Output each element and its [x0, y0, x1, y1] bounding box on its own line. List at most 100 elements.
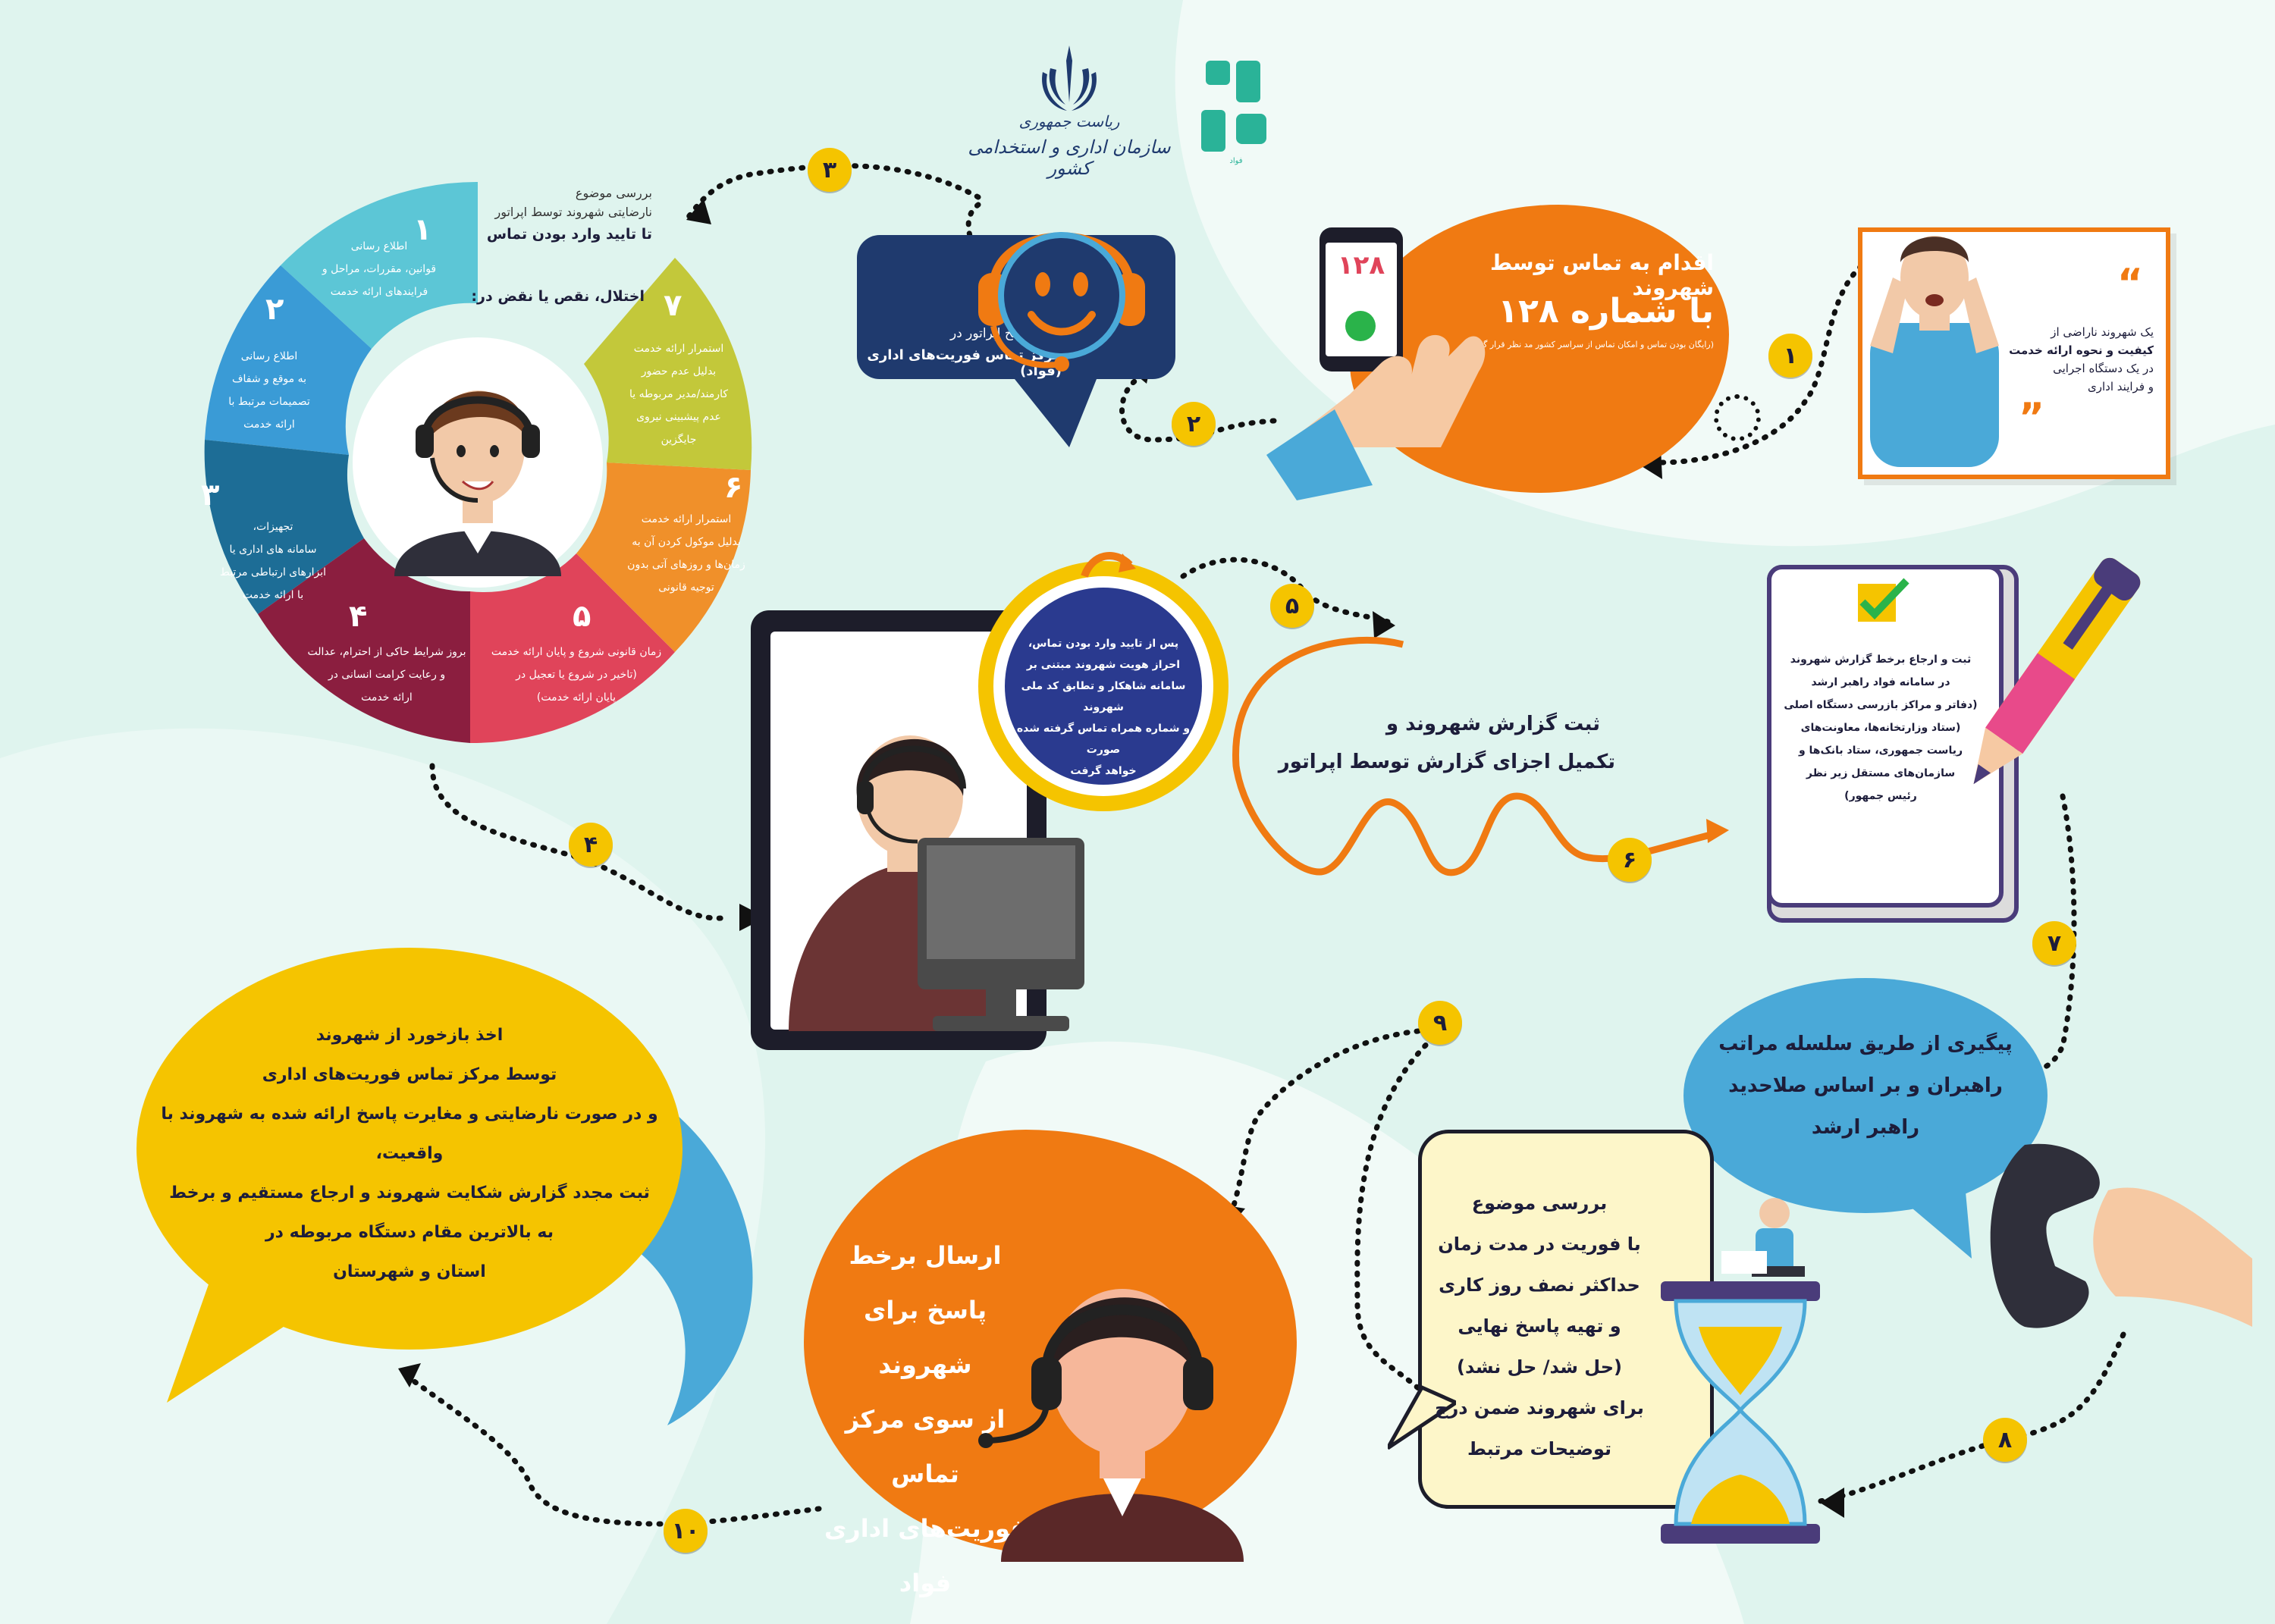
s4-line3: سامانه شاهکار و تطابق کد ملی شهروند [1021, 680, 1186, 713]
quote-open-icon: “ [2117, 261, 2143, 306]
s4-line2: احراز هویت شهروند مبتنی بر [1026, 659, 1181, 671]
step3-bubble-tail [1009, 372, 1100, 447]
loop-icon [1714, 394, 1761, 441]
s11-line5: به بالاترین مقام دستگاه مربوطه در [265, 1223, 554, 1242]
s9-line2: با فوریت در مدت زمان [1438, 1234, 1641, 1255]
checkmark-icon [1858, 578, 1909, 622]
step9-bubble-tail [1388, 1384, 1456, 1450]
s1-line3: در یک دستگاه اجرایی [2053, 362, 2154, 375]
step3-badge: ۳ [808, 148, 852, 192]
wheel-intro1: بررسی موضوع [575, 186, 652, 200]
s8-line3: راهبر ارشد [1811, 1116, 1920, 1139]
seg1-num: ۱ [413, 212, 432, 247]
s2-note: (رایگان بودن تماس و امکان تماس از سراسر … [1469, 340, 1714, 350]
step8-badge: ۸ [1983, 1418, 2027, 1462]
logo-text: فواد [1229, 157, 1242, 165]
hand-icon [1266, 334, 1486, 500]
s7-line4: (ستاد وزارتخانه‌ها، معاونت‌های [1800, 722, 1961, 734]
pen-icon [1973, 557, 2141, 785]
seg7-num: ۷ [664, 288, 682, 323]
step2-badge: ۲ [1172, 402, 1216, 446]
s9-line7: توضیحات مرتبط [1467, 1438, 1612, 1459]
s11-line2: توسط مرکز تماس فوریت‌های اداری [262, 1065, 557, 1084]
seg3-num: ۳ [201, 478, 220, 513]
s4-line1: پس از تایید وارد بودن تماس، [1028, 638, 1179, 650]
telephone-handset-icon [1990, 1143, 2252, 1328]
step5-badge: ۵ [1270, 584, 1314, 628]
step7-badge: ۷ [2032, 921, 2076, 965]
step9-badge: ۹ [1418, 1001, 1462, 1045]
wheel-subtitle: اختلال، نقص یا نقض در: [471, 288, 645, 305]
s11-line3: و در صورت نارضایتی و مغایرت پاسخ ارائه ش… [161, 1105, 658, 1163]
hourglass-icon [1661, 1198, 1820, 1544]
s11-line6: استان و شهرستان [333, 1262, 486, 1281]
s1-line1: یک شهروند ناراضی از [2051, 325, 2154, 339]
step1-card: “ یک شهروند ناراضی از کیفیت و نحوه ارائه… [1858, 227, 2170, 479]
s9-line6: برای شهروند ضمن درج [1435, 1397, 1644, 1419]
step4-badge: ۴ [569, 823, 613, 867]
s10-line3: از سوی مرکز تماس [845, 1405, 1006, 1488]
step6-badge: ۶ [1608, 838, 1652, 882]
s1-line2: کیفیت و نحوه ارائه خدمت [2009, 343, 2154, 357]
seg5-num: ۵ [573, 599, 592, 634]
s7-line5: ریاست جمهوری، ستاد بانک‌ها و [1798, 745, 1963, 757]
s7-line2: در سامانه فواد راهبر ارشد [1811, 676, 1950, 688]
s10-line2: پاسخ برای شهروند [864, 1296, 987, 1379]
wheel-intro3: تا تایید وارد بودن تماس [486, 226, 652, 243]
verification-circle: پس از تایید وارد بودن تماس، احراز هویت ش… [978, 552, 1228, 811]
s1-line4: و فرایند اداری [2088, 380, 2154, 393]
s7-line1: ثبت و ارجاع برخط گزارش شهروند [1790, 654, 1972, 666]
response-operator-icon [978, 1289, 1244, 1562]
s6-line1: ثبت گزارش شهروند و [1385, 713, 1600, 735]
s9-line5: (حل شد/ حل نشد) [1457, 1356, 1622, 1378]
s2-number: با شماره ۱۲۸ [1498, 292, 1714, 331]
categories-wheel [204, 182, 752, 744]
s7-line7: رئیس جمهور) [1844, 790, 1917, 802]
org-line1: ریاست جمهوری [1018, 112, 1120, 130]
s6-line2: تکمیل اجزای گزارش توسط اپراتور [1278, 751, 1615, 773]
org-line2: سازمان اداری و استخدامی کشور [968, 136, 1171, 179]
seg4-num: ۴ [349, 599, 368, 634]
step8-bubble [1684, 978, 2048, 1213]
step9-bubble [1418, 1130, 1714, 1509]
refresh-arrow-icon [1081, 552, 1136, 578]
operator-avatar-icon [394, 390, 561, 576]
s7-line3: (دفاتر و مراکز بازرسی دستگاه اصلی [1784, 699, 1978, 711]
fawad-logo: فواد [1191, 53, 1282, 167]
phone-screen-number: ۱۲۸ [1337, 250, 1385, 281]
seg5-text: زمان قانونی شروع و پایان ارائه خدمت(تاخی… [491, 646, 662, 704]
operator-smiley-icon [978, 232, 1145, 372]
iran-emblem-icon [1035, 38, 1103, 114]
s8-line1: پیگیری از طریق سلسله مراتب [1718, 1033, 2013, 1055]
step10-badge: ۱۰ [664, 1509, 708, 1553]
seg6-num: ۶ [724, 470, 743, 505]
squiggle-path [1232, 637, 1729, 876]
s10-line4: فوریت‌های اداری فواد [824, 1514, 1027, 1597]
mobile-phone-icon: ۱۲۸ [1320, 227, 1403, 372]
s9-line3: حداکثر نصف روز کاری [1439, 1274, 1640, 1296]
s2-title: اقدام به تماس توسط شهروند [1490, 250, 1714, 300]
s7-line6: سازمان‌های مستقل زیر نظر [1806, 767, 1956, 779]
seg2-num: ۲ [265, 292, 284, 327]
step1-badge: ۱ [1768, 334, 1812, 378]
s9-line1: بررسی موضوع [1471, 1193, 1608, 1214]
s11-line4: ثبت مجدد گزارش شکایت شهروند و ارجاع مستق… [169, 1184, 650, 1202]
s9-line4: و تهیه پاسخ نهایی [1458, 1315, 1621, 1337]
step11-bubble-tail [167, 1274, 318, 1403]
s4-line5: خواهد گرفت [1070, 765, 1137, 777]
call-icon [1345, 311, 1376, 341]
quote-close-icon: ” [2018, 395, 2044, 440]
s10-line1: ارسال برخط [849, 1241, 1002, 1270]
desk-operator-icon [789, 735, 1084, 1031]
angry-citizen-icon [1870, 236, 1999, 467]
s8-line2: راهبران و بر اساس صلاحدید [1728, 1074, 2003, 1097]
s11-line1: اخذ بازخورد از شهروند [315, 1026, 504, 1045]
s4-line4: و شماره همراه تماس گرفته شده صورت [1016, 723, 1191, 756]
wheel-intro2: نارضایتی شهروند توسط اپراتور [494, 205, 652, 219]
